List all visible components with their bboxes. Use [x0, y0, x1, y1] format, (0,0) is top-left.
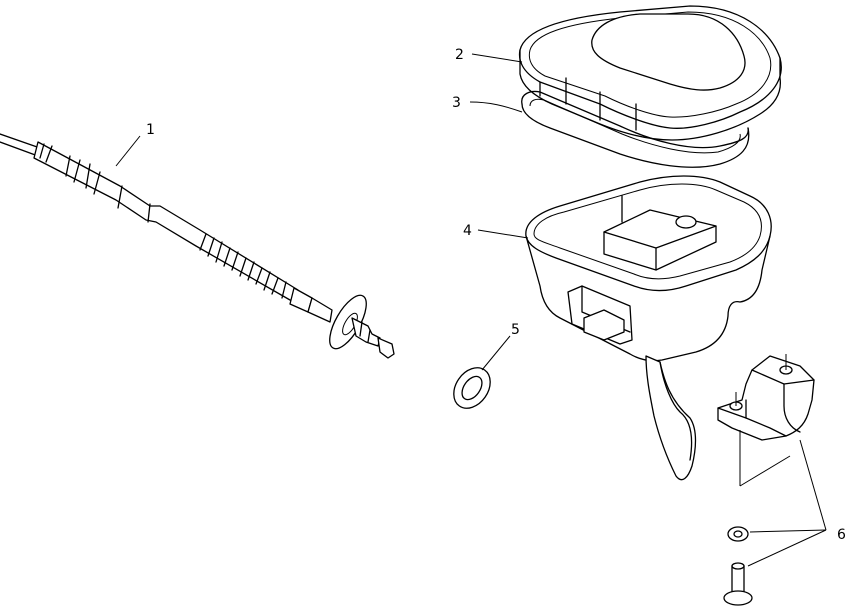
gasket — [521, 90, 750, 168]
throttle-housing — [525, 175, 772, 481]
callout-1: 1 — [146, 122, 155, 138]
clamp-assembly — [717, 354, 815, 606]
leader-lines — [115, 53, 827, 567]
o-ring — [453, 367, 491, 409]
callout-2: 2 — [455, 47, 464, 63]
callouts: 1 2 3 4 5 6 — [146, 47, 846, 543]
cover — [518, 5, 782, 141]
callout-5: 5 — [511, 322, 520, 338]
throttle-cable — [0, 133, 395, 359]
callout-3: 3 — [452, 95, 461, 111]
callout-6: 6 — [837, 527, 846, 543]
callout-4: 4 — [463, 223, 472, 239]
